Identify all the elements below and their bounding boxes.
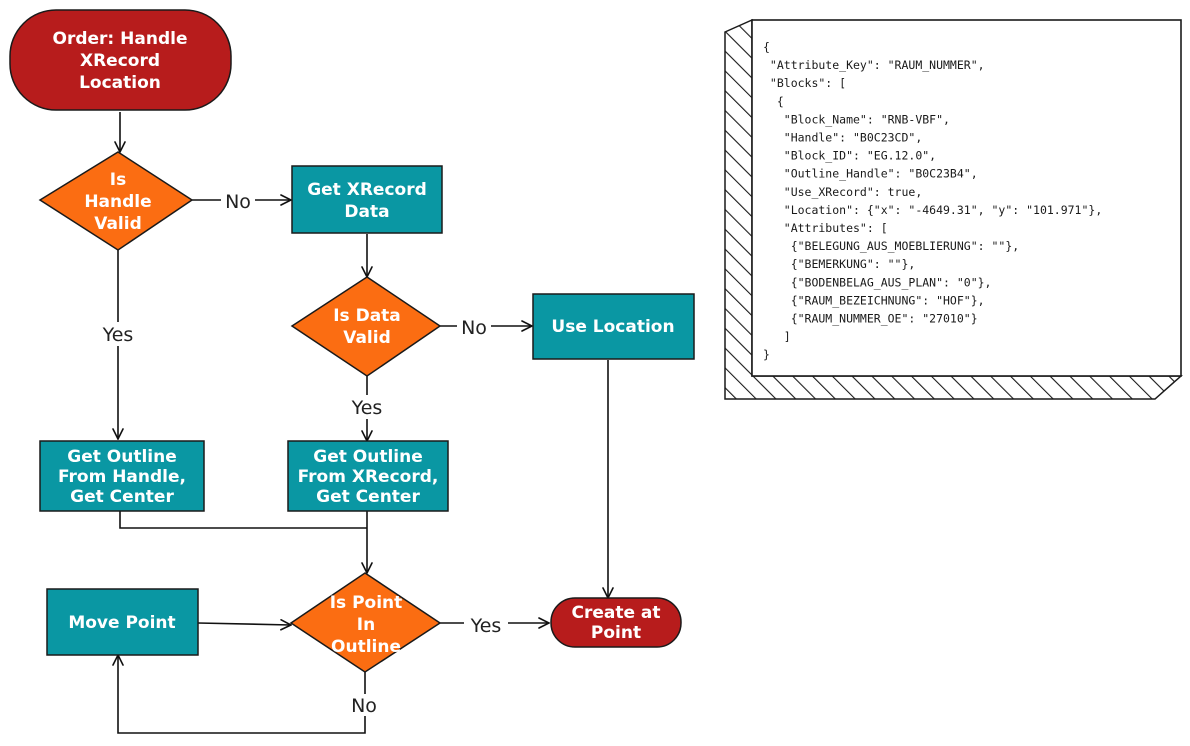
node-label-line: Location: [79, 73, 161, 93]
node-label-line: Is Data: [333, 306, 401, 326]
edge-move-point-to-decision: [197, 623, 291, 625]
node-label-line: Valid: [343, 328, 391, 348]
code-line: {"BELEGUNG_AUS_MOEBLIERUNG": ""},: [763, 239, 1019, 253]
node-label-line: In: [357, 615, 375, 635]
edge-labels: No Yes No Yes Yes No: [96, 190, 508, 717]
handle-valid-decision: [38, 151, 194, 251]
code-line: "Block_Name": "RNB-VBF",: [763, 112, 950, 126]
node-label-line: Get Outline: [313, 447, 423, 467]
edge-label-data-yes: Yes: [351, 397, 383, 419]
outline-handle-process: [39, 440, 205, 512]
node-label-line: Outline: [331, 637, 401, 657]
flow-nodes: [9, 9, 695, 673]
node-label-line: Point: [591, 623, 641, 643]
edge-label-point-yes: Yes: [470, 615, 502, 637]
code-line: {: [763, 94, 784, 108]
code-line: "Location": {"x": "-4649.31", "y": "101.…: [763, 203, 1102, 217]
node-label-line: Create at: [571, 603, 660, 623]
node-label-line: Get Center: [70, 487, 174, 507]
node-label-line: From XRecord,: [298, 467, 439, 487]
code-line: {"BODENBELAG_AUS_PLAN": "0"},: [763, 275, 991, 289]
node-label-line: Data: [344, 202, 389, 222]
node-label-line: Is Point: [330, 593, 403, 613]
code-line: {"RAUM_NUMMER_OE": "27010"}: [763, 312, 978, 326]
node-label-line: Handle: [84, 192, 151, 212]
node-label-line: XRecord: [80, 51, 160, 71]
code-line: "Block_ID": "EG.12.0",: [763, 149, 936, 163]
code-line: "Blocks": [: [763, 76, 846, 90]
node-label-line: Order: Handle: [53, 29, 188, 49]
edge-point-no: [118, 655, 366, 734]
code-panel-box: [751, 19, 1182, 377]
code-line: "Use_XRecord": true,: [763, 185, 922, 199]
outline-xrecord-process: [287, 440, 449, 512]
code-line: ]: [763, 330, 791, 344]
code-line: {"RAUM_BEZEICHNUNG": "HOF"},: [763, 293, 985, 307]
code-line: {"BEMERKUNG": ""},: [763, 257, 915, 271]
node-label-line: Move Point: [68, 613, 175, 633]
order-start-terminal: [9, 9, 232, 111]
node-label-line: From Handle,: [58, 467, 186, 487]
node-label-line: Get XRecord: [307, 180, 427, 200]
move-point-process: [46, 588, 199, 656]
get-xrecord-process: [291, 165, 443, 234]
use-location-process: [532, 293, 695, 360]
node-label-line: Get Outline: [67, 447, 177, 467]
node-label-line: Use Location: [551, 317, 674, 337]
code-line: "Attribute_Key": "RAUM_NUMMER",: [763, 58, 985, 72]
create-at-point-terminal: [550, 597, 682, 648]
point-in-outline-decision: [289, 572, 442, 673]
edge-label-handle-yes: Yes: [102, 324, 134, 346]
edge-label-handle-no: No: [225, 191, 251, 213]
code-line: "Handle": "B0C23CD",: [763, 131, 922, 145]
use-location-label: Use Location: [551, 317, 674, 337]
node-label-line: Valid: [94, 214, 142, 234]
move-point-label: Move Point: [68, 613, 175, 633]
json-code-panel: { "Attribute_Key": "RAUM_NUMMER", "Block…: [724, 18, 1183, 400]
code-line: }: [763, 348, 770, 362]
edge-label-data-no: No: [461, 317, 487, 339]
code-text: { "Attribute_Key": "RAUM_NUMMER", "Block…: [763, 40, 1102, 362]
node-label-line: Get Center: [316, 487, 420, 507]
edge-outline-handle-to-join: [119, 511, 367, 529]
code-line: {: [763, 40, 770, 54]
code-line: "Outline_Handle": "B0C23B4",: [763, 167, 978, 181]
edge-label-point-no: No: [351, 695, 377, 717]
node-label-line: Is: [110, 170, 126, 190]
data-valid-decision: [290, 276, 442, 377]
code-line: "Attributes": [: [763, 221, 888, 235]
